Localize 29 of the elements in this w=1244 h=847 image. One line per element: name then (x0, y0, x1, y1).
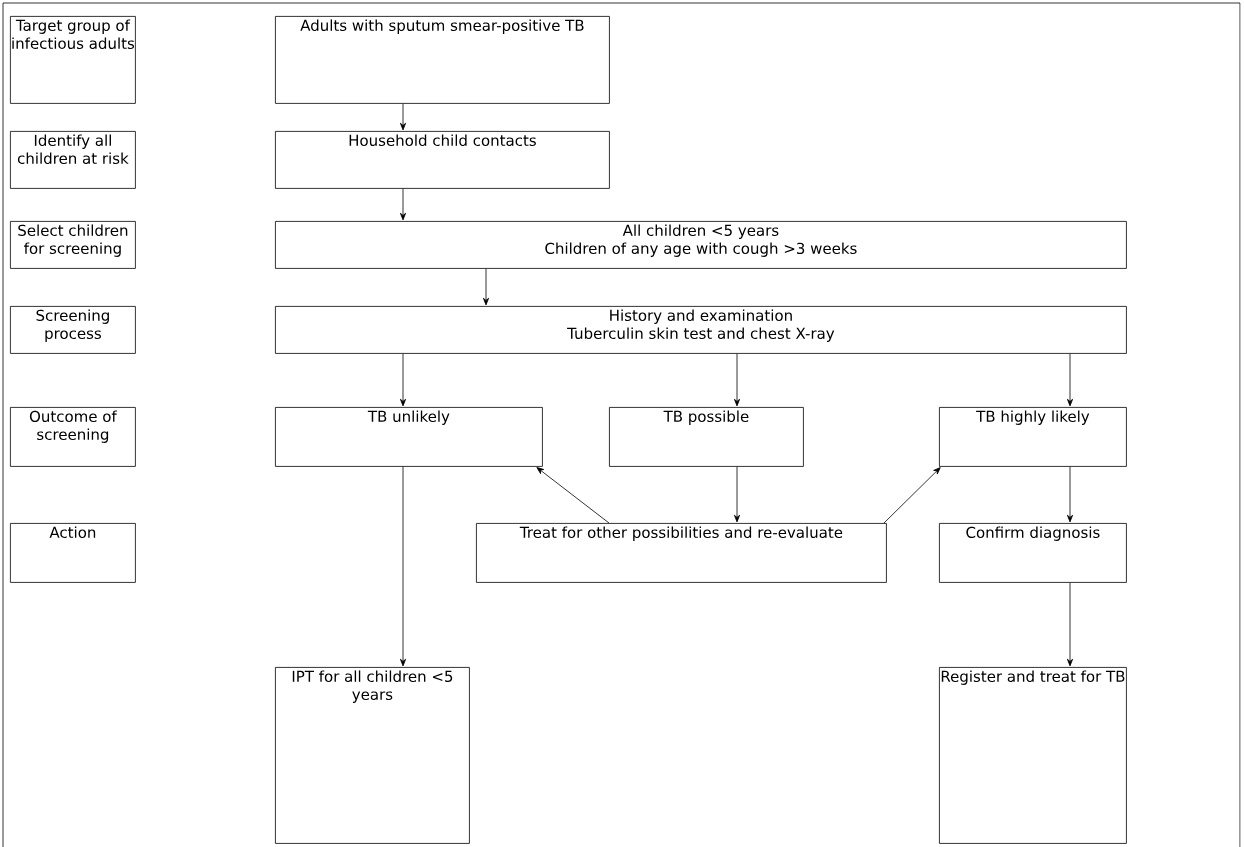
step-label-box: Screening process (10, 306, 136, 354)
arrow (400, 103, 406, 131)
arrow (536, 467, 610, 524)
arrow (400, 188, 406, 221)
process-box: Household child contacts (275, 131, 610, 189)
step-label-box: Identify all children at risk (10, 131, 136, 189)
step-label-box: Action (10, 523, 136, 583)
arrow (734, 353, 740, 407)
process-box: IPT for all children <5 years (275, 667, 470, 844)
arrow (1067, 353, 1073, 407)
arrow (400, 466, 406, 667)
process-box: History and examination Tuberculin skin test and chest X-ray (275, 306, 1127, 354)
arrow (1067, 466, 1073, 523)
process-box: Adults with sputum smear-positive TB (275, 16, 610, 104)
arrow (734, 466, 740, 523)
step-label-box: Target group of infectious adults (10, 16, 136, 104)
process-box: All children <5 years Children of any age with cough >3 weeks (275, 221, 1127, 269)
process-box: TB unlikely (275, 407, 543, 467)
process-box: Register and treat for TB (939, 667, 1127, 844)
process-box: TB highly likely (939, 407, 1127, 467)
step-label-box: Select children for screening (10, 221, 136, 269)
arrow (1067, 582, 1073, 667)
process-box: Confirm diagnosis (939, 523, 1127, 583)
arrow (483, 268, 489, 306)
process-box: Treat for other possibilities and re-evaluate (476, 523, 887, 583)
arrow (883, 467, 941, 524)
arrow (400, 353, 406, 407)
step-label-box: Outcome of screening (10, 407, 136, 467)
process-box: TB possible (609, 407, 804, 467)
